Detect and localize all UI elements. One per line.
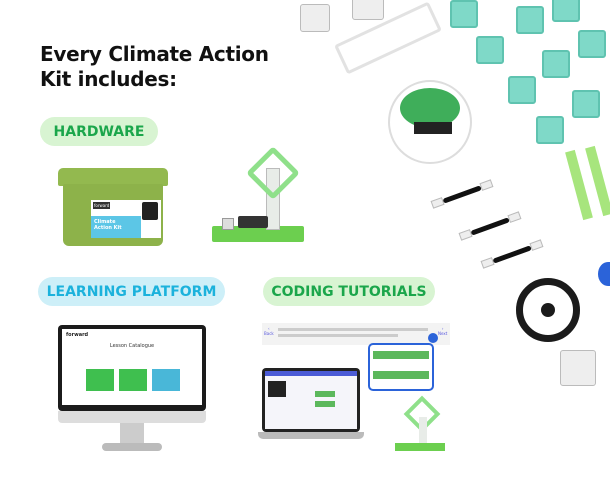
windmill-model-small (395, 395, 445, 455)
laptop-image (258, 368, 364, 456)
components-collage (290, 0, 610, 490)
kit-box-image: forward Climate Action Kit (58, 168, 168, 246)
windmill-model-image (210, 146, 306, 246)
code-blocks-panel (368, 333, 438, 391)
back-button[interactable]: ‹Back (264, 326, 274, 336)
tutorial-instruction-strip: ‹Back ›Next (262, 323, 450, 345)
page-heading: Every Climate Action Kit includes: (40, 42, 269, 91)
learning-platform-label: LEARNING PLATFORM (38, 277, 225, 306)
coding-tutorials-label: CODING TUTORIALS (263, 277, 435, 306)
next-button[interactable]: ›Next (438, 326, 448, 336)
kit-brand: forward (93, 202, 111, 209)
monitor-image: forward Lesson Catalogue (58, 325, 206, 457)
hardware-label: HARDWARE (40, 117, 158, 146)
